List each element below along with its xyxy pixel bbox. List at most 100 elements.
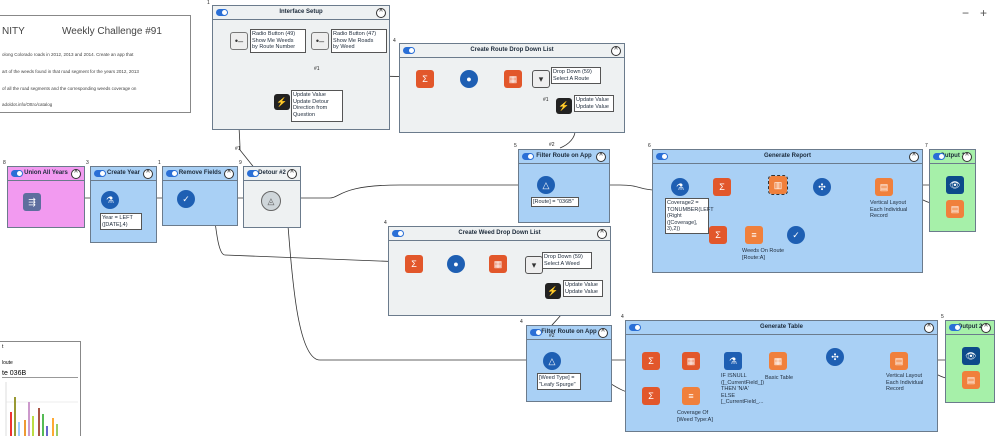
container-header[interactable]: Generate Report ^ xyxy=(653,150,922,164)
toggle-icon[interactable] xyxy=(629,324,641,331)
toggle-icon[interactable] xyxy=(166,170,178,177)
container-remove-fields[interactable]: Remove Fields ^ ✓ xyxy=(162,166,238,226)
container-title: Generate Table xyxy=(760,324,803,330)
container-header[interactable]: Union All Years ^ xyxy=(8,167,84,181)
formula-icon[interactable]: ⚗ xyxy=(101,191,119,209)
collapse-icon[interactable]: ^ xyxy=(924,323,934,333)
container-filter-route-1[interactable]: Filter Route on App ^ △ [Route] = "036B" xyxy=(518,149,610,223)
container-filter-route-2[interactable]: Filter Route on App ^ △ [Weed Type] = "L… xyxy=(526,325,612,402)
formula-icon[interactable]: ⚗ xyxy=(671,178,689,196)
collapse-icon[interactable]: ^ xyxy=(224,169,234,179)
summarize-icon[interactable]: Σ xyxy=(713,178,731,196)
container-generate-report[interactable]: Generate Report ^ ⚗ Coverage2 = TONUMBER… xyxy=(652,149,923,273)
container-output-2[interactable]: Output 2 ^ 👁 ▤ xyxy=(945,320,995,403)
collapse-icon[interactable]: ^ xyxy=(143,169,153,179)
formula-icon[interactable]: ● xyxy=(460,70,478,88)
container-header[interactable]: Create Route Drop Down List ^ xyxy=(400,44,624,58)
select-icon[interactable]: ✓ xyxy=(787,226,805,244)
container-generate-table[interactable]: Generate Table ^ Σ ▦ ⚗ IF ISNULL ([_Curr… xyxy=(625,320,938,432)
detour-icon[interactable]: ◬ xyxy=(261,191,281,211)
formula-icon[interactable]: ● xyxy=(447,255,465,273)
container-create-route-dropdown[interactable]: Create Route Drop Down List ^ Σ ● ▦ ▾ Dr… xyxy=(399,43,625,133)
action-icon[interactable]: ⚡ xyxy=(545,283,561,299)
collapse-icon[interactable]: ^ xyxy=(287,169,297,179)
container-header[interactable]: Filter Route on App ^ xyxy=(527,326,611,340)
collapse-icon[interactable]: ^ xyxy=(909,152,919,162)
multi-field-formula-icon[interactable]: ⚗ xyxy=(724,352,742,370)
dropdown-icon[interactable]: ▾ xyxy=(525,256,543,274)
toggle-icon[interactable] xyxy=(530,329,542,336)
layout-icon[interactable]: ✣ xyxy=(813,178,831,196)
action-icon[interactable]: ⚡ xyxy=(556,98,572,114)
toggle-icon[interactable] xyxy=(94,170,106,177)
collapse-icon[interactable]: ^ xyxy=(71,169,81,179)
layout-report-icon[interactable]: ▤ xyxy=(875,178,893,196)
toggle-icon[interactable] xyxy=(933,153,945,160)
dropdown-route-label: Drop Down (59) Select A Route xyxy=(551,67,601,84)
zoom-out-button[interactable]: − xyxy=(962,6,970,20)
browse-icon[interactable]: 👁 xyxy=(946,176,964,194)
update-value-label: Update Value Update Value xyxy=(563,280,603,297)
collapse-icon[interactable]: ^ xyxy=(962,152,972,162)
union-icon[interactable]: ⇶ xyxy=(23,193,41,211)
collapse-icon[interactable]: ^ xyxy=(611,46,621,56)
render-icon[interactable]: ▤ xyxy=(946,200,964,218)
collapse-icon[interactable]: ^ xyxy=(981,323,991,333)
browse-icon[interactable]: 👁 xyxy=(962,347,980,365)
layout-icon[interactable]: ✣ xyxy=(826,348,844,366)
toggle-icon[interactable] xyxy=(656,153,668,160)
summarize-icon[interactable]: Σ xyxy=(709,226,727,244)
weeds-on-route-label: Weeds On Route [Route:A] xyxy=(742,248,785,261)
container-number: 4 xyxy=(621,314,624,320)
collapse-icon[interactable]: ^ xyxy=(597,229,607,239)
toggle-icon[interactable] xyxy=(11,170,23,177)
container-header[interactable]: Output 2 ^ xyxy=(946,321,994,335)
summarize-icon[interactable]: Σ xyxy=(642,352,660,370)
chart-icon[interactable]: ▥ xyxy=(768,175,788,195)
summarize-icon[interactable]: Σ xyxy=(405,255,423,273)
connection-tag: #1 xyxy=(543,97,549,103)
action-icon[interactable]: ⚡ xyxy=(274,94,290,110)
render-icon[interactable]: ▤ xyxy=(962,371,980,389)
crosstab-icon[interactable]: ▦ xyxy=(504,70,522,88)
container-header[interactable]: Filter Route on App ^ xyxy=(519,150,609,164)
container-create-weed-dropdown[interactable]: Create Weed Drop Down List ^ Σ ● ▦ ▾ Dro… xyxy=(388,226,611,316)
container-header[interactable]: Create Weed Drop Down List ^ xyxy=(389,227,610,241)
container-union-all-years[interactable]: Union All Years ^ ⇶ xyxy=(7,166,85,228)
layout-report-icon[interactable]: ▤ xyxy=(890,352,908,370)
toggle-icon[interactable] xyxy=(392,230,404,237)
container-interface-setup[interactable]: Interface Setup ^ •– Radio Button (49) S… xyxy=(212,5,390,130)
filter-icon[interactable]: △ xyxy=(543,352,561,370)
crosstab-icon[interactable]: ▦ xyxy=(682,352,700,370)
container-create-year[interactable]: Create Year ^ ⚗ Year = LEFT ([DATE],4) xyxy=(90,166,157,243)
toggle-icon[interactable] xyxy=(522,153,534,160)
text-icon[interactable]: ≡ xyxy=(745,226,763,244)
text-icon[interactable]: ≡ xyxy=(682,387,700,405)
summarize-icon[interactable]: Σ xyxy=(642,387,660,405)
zoom-in-button[interactable]: + xyxy=(980,6,988,20)
container-header[interactable]: Detour #2 ^ xyxy=(244,167,300,181)
dropdown-icon[interactable]: ▾ xyxy=(532,70,550,88)
container-header[interactable]: Remove Fields ^ xyxy=(163,167,237,181)
container-header[interactable]: Generate Table ^ xyxy=(626,321,937,335)
crosstab-icon[interactable]: ▦ xyxy=(489,255,507,273)
container-header[interactable]: Output 1 ^ xyxy=(930,150,975,164)
collapse-icon[interactable]: ^ xyxy=(376,8,386,18)
radio-button-icon[interactable]: •– xyxy=(230,32,248,50)
toggle-icon[interactable] xyxy=(216,9,228,16)
toggle-icon[interactable] xyxy=(949,324,961,331)
container-header[interactable]: Create Year ^ xyxy=(91,167,156,181)
container-detour[interactable]: Detour #2 ^ ◬ xyxy=(243,166,301,228)
summarize-icon[interactable]: Σ xyxy=(416,70,434,88)
container-header[interactable]: Interface Setup ^ xyxy=(213,6,389,20)
table-icon[interactable]: ▦ xyxy=(769,352,787,370)
toggle-icon[interactable] xyxy=(403,47,415,54)
radio-button-icon[interactable]: •– xyxy=(311,32,329,50)
collapse-icon[interactable]: ^ xyxy=(598,328,608,338)
container-output-1[interactable]: Output 1 ^ 👁 ▤ xyxy=(929,149,976,232)
toggle-icon[interactable] xyxy=(247,170,259,177)
select-icon[interactable]: ✓ xyxy=(177,190,195,208)
collapse-icon[interactable]: ^ xyxy=(596,152,606,162)
filter-icon[interactable]: △ xyxy=(537,176,555,194)
